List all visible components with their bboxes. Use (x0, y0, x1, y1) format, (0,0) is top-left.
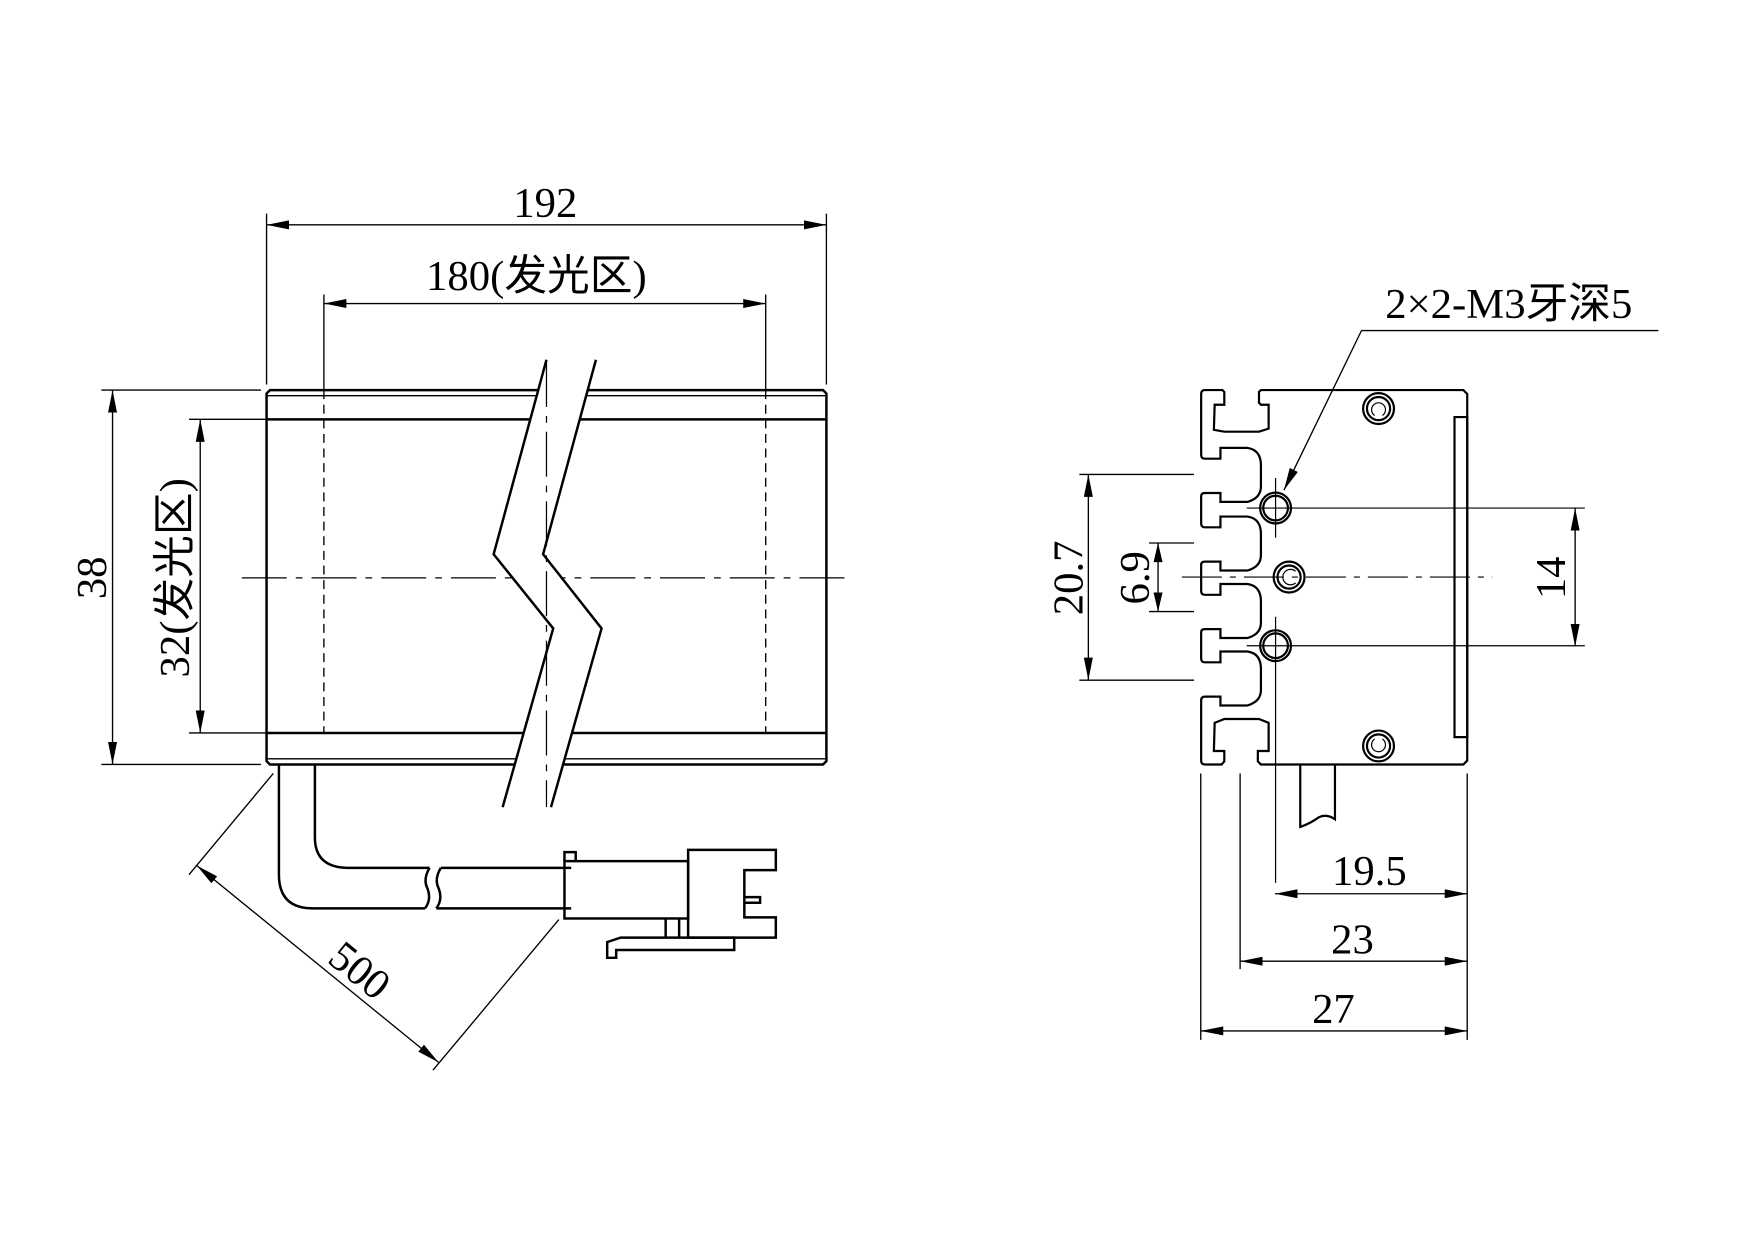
dimension-emitting-length: 180(发光区) (323, 253, 767, 391)
dimension-hole-span-inner: 6.9 (1112, 542, 1195, 613)
cable-length-label: 500 (320, 933, 399, 1010)
dimension-hole-pitch: 14 (1528, 508, 1580, 647)
overall-depth-label: 27 (1312, 986, 1355, 1033)
dimension-emitting-height: 32(发光区) (152, 418, 267, 734)
connector (563, 848, 778, 960)
hole-span-inner-label: 6.9 (1112, 551, 1159, 604)
hole-pitch-label: 14 (1528, 556, 1575, 599)
hole-span-outer-label: 20.7 (1046, 540, 1093, 615)
front-view: 192 180(发光区) (69, 180, 852, 1071)
break-lines (492, 359, 603, 808)
aluminum-profile-outline (1201, 390, 1467, 764)
dimension-hole-span-outer: 20.7 (1046, 473, 1195, 681)
dimension-overall-depth: 27 (1200, 986, 1468, 1036)
dimension-cable-length: 500 (188, 773, 560, 1071)
overall-height-label: 38 (69, 556, 116, 599)
side-view: 2×2-M3牙深5 20.7 6.9 14 19.5 (1046, 281, 1659, 1040)
dimension-overall-length: 192 (265, 180, 828, 385)
dimension-overall-height: 38 (69, 389, 261, 766)
thread-note-label: 2×2-M3牙深5 (1385, 281, 1632, 328)
dimension-depth-to-slot: 23 (1240, 916, 1468, 966)
depth-to-slot-label: 23 (1331, 916, 1374, 963)
overall-length-label: 192 (513, 180, 577, 227)
thread-callout: 2×2-M3牙深5 (1283, 281, 1659, 491)
dimension-depth-to-hole: 19.5 (1274, 848, 1468, 899)
emitting-height-label: 32(发光区) (152, 478, 199, 677)
screw-icon (1363, 731, 1394, 762)
depth-to-hole-label: 19.5 (1332, 848, 1407, 895)
screw-icon (1363, 393, 1394, 424)
cable-stub (1300, 764, 1335, 826)
emitting-length-label: 180(发光区) (426, 253, 647, 300)
